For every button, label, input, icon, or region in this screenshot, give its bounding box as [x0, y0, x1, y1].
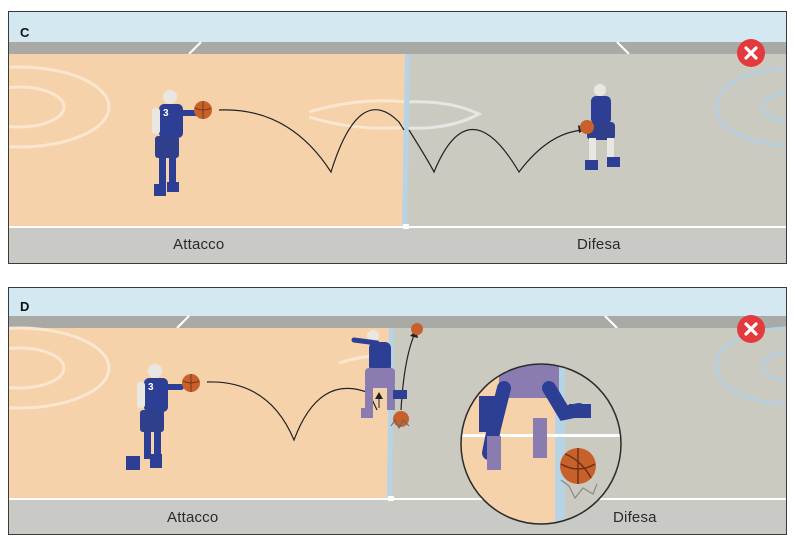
panel-label: D [20, 299, 30, 314]
attacker-player [126, 364, 200, 470]
jersey-number: 3 [148, 382, 154, 393]
ball-trajectory [218, 109, 405, 174]
defender-player [351, 330, 407, 418]
x-icon [737, 39, 765, 67]
court-illustration [9, 288, 786, 534]
zone-label-attack: Attacco [167, 509, 219, 526]
x-icon [737, 315, 765, 343]
zone-label-defense: Difesa [613, 509, 657, 526]
diagram-panel-c: C 3 Attacco Difesa [8, 11, 787, 264]
panel-label: C [20, 25, 30, 40]
zone-label-attack: Attacco [173, 236, 225, 253]
defense-zone [407, 54, 786, 227]
attack-zone [9, 54, 407, 227]
diagram-panel-d: D 3 Attacco Difesa [8, 287, 787, 535]
defender-player [580, 84, 620, 170]
attacker-player [152, 90, 212, 196]
court-illustration [9, 12, 786, 263]
zone-label-defense: Difesa [577, 236, 621, 253]
ball-trajectory [206, 381, 378, 442]
attack-zone [9, 328, 391, 499]
jersey-number: 3 [163, 108, 169, 119]
